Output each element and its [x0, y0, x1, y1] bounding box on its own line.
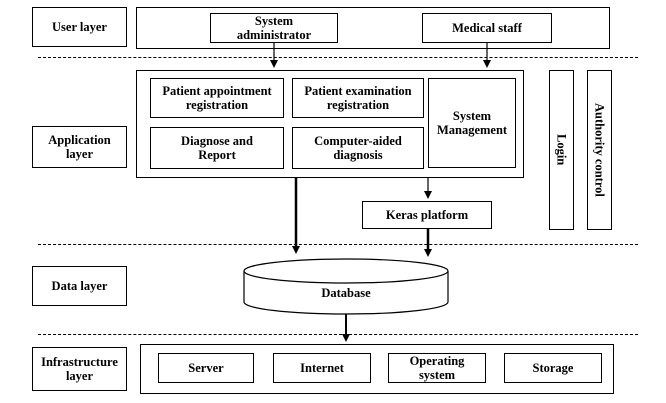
medical-staff-label: Medical staff — [452, 21, 522, 35]
separator-application-data — [38, 244, 638, 245]
infrastructure-layer-label: Infrastructure layer — [32, 347, 127, 391]
computer-aided-box: Computer-aided diagnosis — [292, 127, 424, 169]
patient-examination-box: Patient examination registration — [292, 78, 424, 118]
operating-system-label: Operating system — [409, 354, 465, 382]
storage-label: Storage — [532, 361, 574, 375]
patient-examination-label: Patient examination registration — [304, 84, 412, 112]
system-administrator-label: System administrator — [236, 14, 312, 42]
diagnose-report-label: Diagnose and Report — [181, 134, 253, 162]
user-layer-label: User layer — [32, 7, 127, 47]
internet-box: Internet — [273, 353, 371, 383]
infrastructure-layer-frame — [140, 344, 614, 394]
authority-control-box: Authority control — [587, 70, 612, 230]
internet-label: Internet — [300, 361, 344, 375]
keras-platform-box: Keras platform — [362, 201, 492, 229]
separator-data-infrastructure — [38, 334, 638, 335]
operating-system-box: Operating system — [388, 353, 486, 383]
separator-user-application — [38, 57, 638, 58]
storage-box: Storage — [504, 353, 602, 383]
data-layer-text: Data layer — [51, 279, 108, 293]
system-administrator-box: System administrator — [210, 13, 338, 43]
patient-appointment-label: Patient appointment registration — [162, 84, 272, 112]
application-layer-label: Application layer — [32, 126, 127, 168]
application-layer-text: Application layer — [48, 133, 111, 161]
data-layer-label: Data layer — [32, 266, 127, 306]
database-text: Database — [321, 286, 371, 300]
login-label: Login — [554, 134, 569, 166]
diagnose-report-box: Diagnose and Report — [150, 127, 284, 169]
user-layer-frame — [136, 7, 610, 49]
login-box: Login — [549, 70, 574, 230]
medical-staff-box: Medical staff — [422, 13, 552, 43]
patient-appointment-box: Patient appointment registration — [150, 78, 284, 118]
keras-platform-label: Keras platform — [385, 208, 469, 222]
computer-aided-label: Computer-aided diagnosis — [314, 134, 402, 162]
authority-control-label: Authority control — [592, 103, 607, 197]
server-box: Server — [158, 353, 254, 383]
database-cylinder — [243, 258, 449, 315]
infrastructure-layer-text: Infrastructure layer — [41, 355, 118, 383]
application-layer-frame — [136, 70, 524, 178]
database-label: Database — [296, 286, 396, 301]
server-label: Server — [188, 361, 224, 375]
user-layer-text: User layer — [52, 20, 107, 34]
system-management-box: System Management — [428, 78, 516, 168]
system-management-label: System Management — [436, 109, 508, 137]
